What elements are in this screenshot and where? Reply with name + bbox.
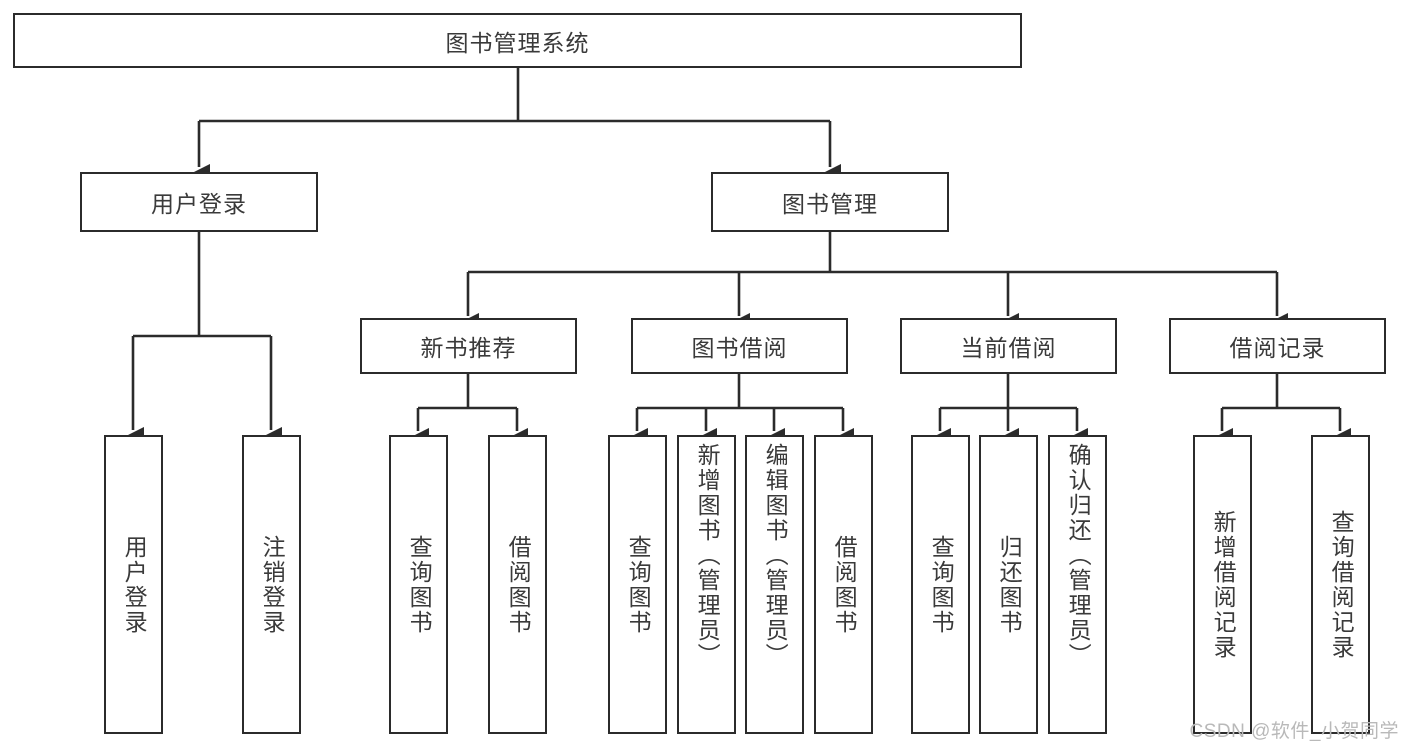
leaf-label: 查询图书 (928, 534, 955, 635)
node-new-book-recommend[interactable]: 新书推荐 (360, 318, 577, 374)
node-book-borrow[interactable]: 图书借阅 (631, 318, 848, 374)
leaf-label: 归还图书 (996, 534, 1023, 635)
leaf-label: 查询借阅记录 (1328, 509, 1355, 660)
leaf-label: 查询图书 (406, 534, 433, 635)
node-book-management[interactable]: 图书管理 (711, 172, 949, 232)
leaf-book-borrow-query[interactable]: 查询图书 (608, 435, 667, 734)
leaf-label: 确认归还（管理员） (1065, 443, 1092, 668)
node-label: 借阅记录 (1229, 335, 1326, 361)
node-label: 用户登录 (151, 191, 247, 217)
leaf-label: 编辑图书（管理员） (762, 443, 789, 668)
node-current-borrow[interactable]: 当前借阅 (900, 318, 1117, 374)
leaf-new-book-borrow[interactable]: 借阅图书 (488, 435, 547, 734)
leaf-label: 新增图书（管理员） (694, 443, 721, 668)
leaf-label: 查询图书 (625, 534, 652, 635)
leaf-label: 借阅图书 (831, 534, 858, 635)
leaf-borrow-record-query[interactable]: 查询借阅记录 (1311, 435, 1370, 734)
node-label: 图书借阅 (691, 335, 788, 361)
node-label: 图书管理 (782, 191, 878, 217)
leaf-current-borrow-confirm-return[interactable]: 确认归还（管理员） (1048, 435, 1107, 734)
leaf-user-login-login[interactable]: 用户登录 (104, 435, 163, 734)
node-label: 新书推荐 (420, 335, 517, 361)
leaf-new-book-query[interactable]: 查询图书 (389, 435, 448, 734)
leaf-user-login-logout[interactable]: 注销登录 (242, 435, 301, 734)
leaf-book-borrow-edit[interactable]: 编辑图书（管理员） (745, 435, 804, 734)
leaf-label: 借阅图书 (505, 534, 532, 635)
node-root-system[interactable]: 图书管理系统 (13, 13, 1022, 68)
leaf-book-borrow-add[interactable]: 新增图书（管理员） (677, 435, 736, 734)
node-borrow-record[interactable]: 借阅记录 (1169, 318, 1386, 374)
node-label: 图书管理系统 (445, 29, 590, 56)
leaf-current-borrow-return[interactable]: 归还图书 (979, 435, 1038, 734)
leaf-label: 用户登录 (121, 534, 148, 635)
watermark-text: CSDN @软件_小贺同学 (1189, 721, 1399, 742)
leaf-book-borrow-borrow[interactable]: 借阅图书 (814, 435, 873, 734)
leaf-label: 新增借阅记录 (1210, 509, 1237, 660)
leaf-current-borrow-query[interactable]: 查询图书 (911, 435, 970, 734)
node-user-login[interactable]: 用户登录 (80, 172, 318, 232)
leaf-label: 注销登录 (259, 534, 286, 635)
node-label: 当前借阅 (960, 335, 1057, 361)
leaf-borrow-record-add[interactable]: 新增借阅记录 (1193, 435, 1252, 734)
